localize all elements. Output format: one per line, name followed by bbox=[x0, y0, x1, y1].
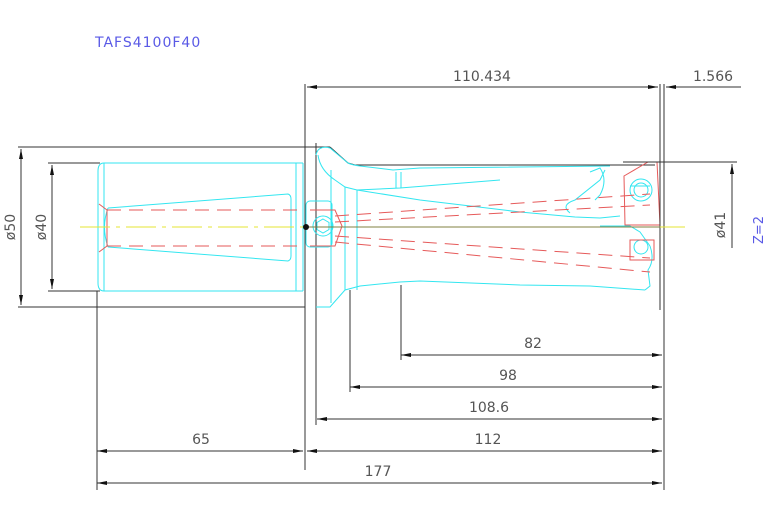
shank bbox=[18, 146, 305, 308]
dim-1-566: 1.566 bbox=[666, 69, 741, 89]
dim-108-6: 108.6 bbox=[317, 400, 662, 421]
svg-text:112: 112 bbox=[475, 432, 502, 448]
part-number-title: TAFS4100F40 bbox=[94, 35, 201, 51]
dim-dia-41: ø41 bbox=[660, 161, 737, 248]
dim-dia-50: ø50 bbox=[3, 149, 23, 305]
dim-112: 112 bbox=[307, 432, 662, 453]
svg-text:ø41: ø41 bbox=[713, 212, 729, 238]
dim-177: 177 bbox=[97, 464, 662, 485]
svg-text:98: 98 bbox=[499, 368, 517, 384]
svg-text:110.434: 110.434 bbox=[453, 69, 511, 85]
dim-dia-40: ø40 bbox=[34, 165, 54, 289]
dim-98: 98 bbox=[349, 290, 662, 392]
svg-text:65: 65 bbox=[192, 432, 210, 448]
origin-point bbox=[303, 224, 309, 230]
svg-text:ø40: ø40 bbox=[34, 214, 50, 240]
svg-text:177: 177 bbox=[365, 464, 392, 480]
dim-110-434: 110.434 bbox=[307, 69, 658, 89]
dim-82: 82 bbox=[400, 285, 662, 360]
drill-body bbox=[304, 84, 665, 490]
svg-text:82: 82 bbox=[524, 336, 542, 352]
flute-count-note: Z=2 bbox=[752, 216, 767, 244]
svg-text:108.6: 108.6 bbox=[469, 400, 509, 416]
dim-65: 65 bbox=[96, 291, 303, 490]
svg-text:ø50: ø50 bbox=[3, 214, 19, 240]
svg-text:1.566: 1.566 bbox=[693, 69, 733, 85]
